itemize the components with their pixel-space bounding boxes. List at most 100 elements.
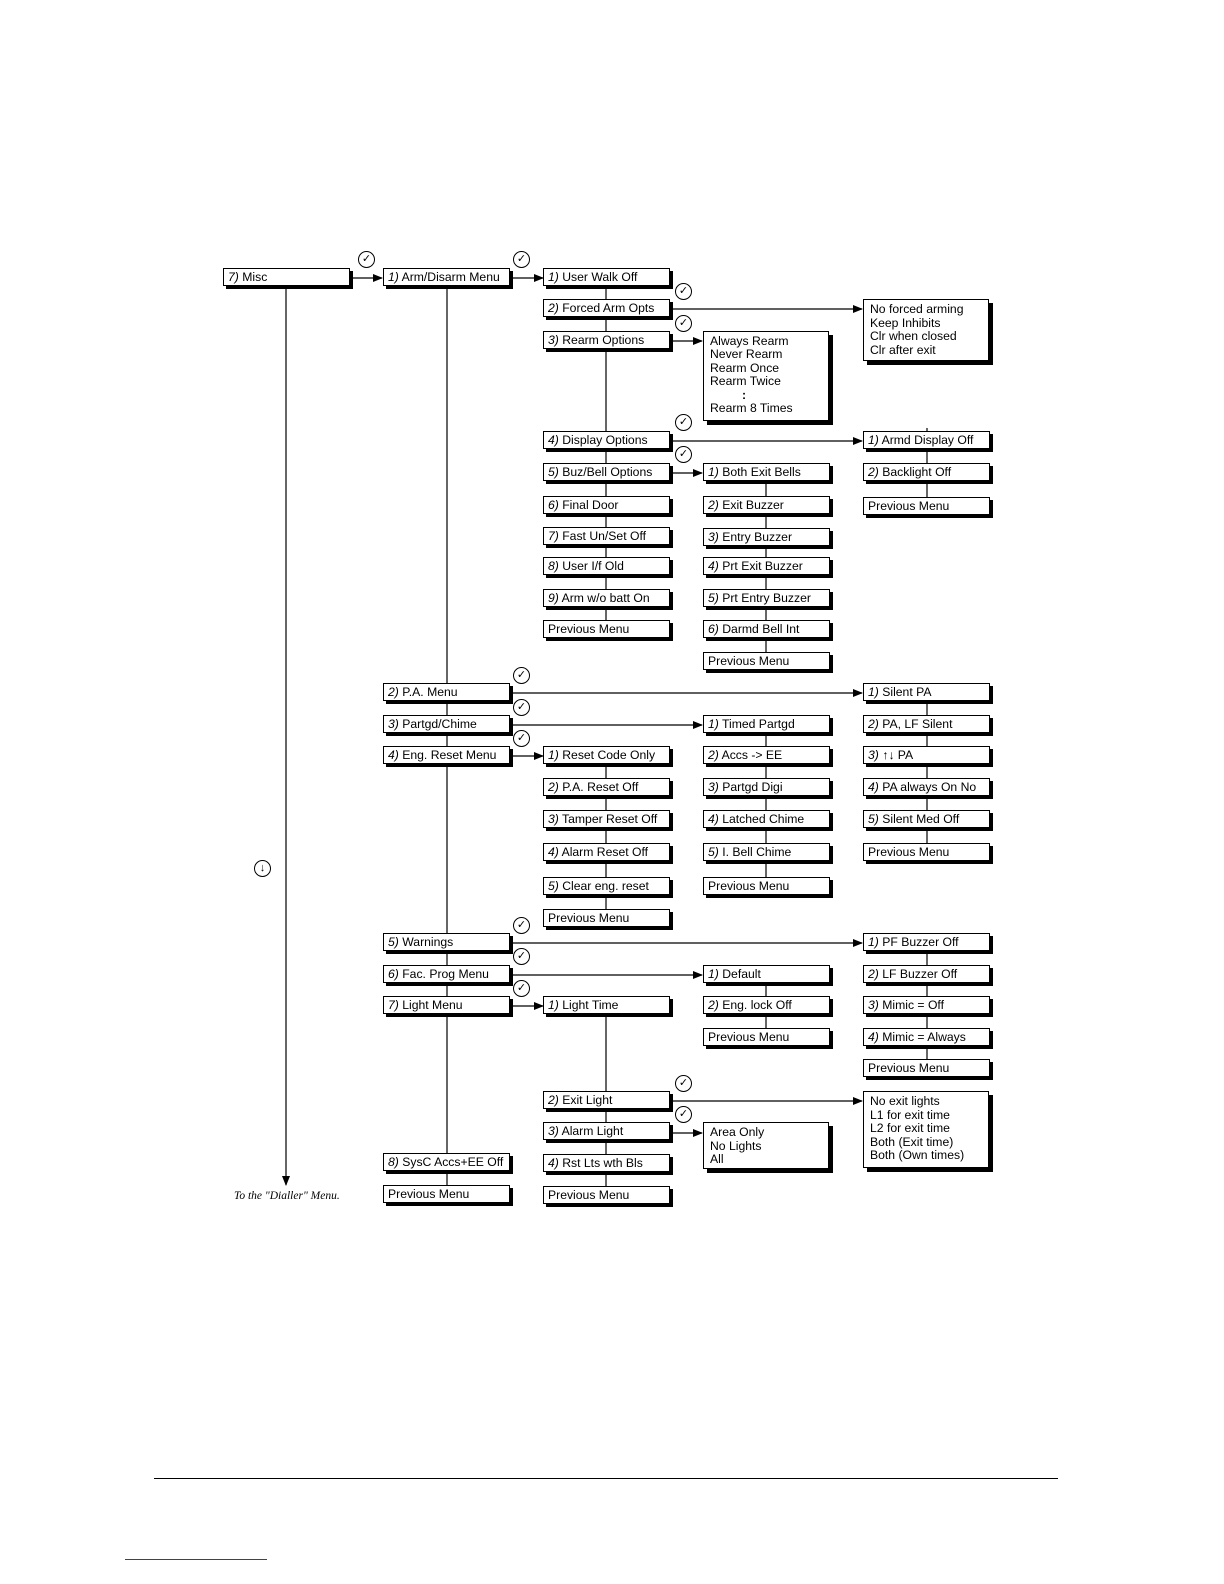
menu-box-previous-disp: Previous Menu xyxy=(863,497,990,515)
menu-box-display-options: 4) Display Options xyxy=(543,431,670,449)
menu-box-label: Display Options xyxy=(562,433,648,447)
menu-box-label: Buz/Bell Options xyxy=(562,465,653,479)
menu-box-number: 2) xyxy=(548,780,559,794)
menu-box-number: 1) xyxy=(708,717,719,731)
menu-box-arm-wo-batt: 9) Arm w/o batt On xyxy=(543,589,670,607)
menu-box-number: 2) xyxy=(708,748,719,762)
menu-box-user-walk: 1) User Walk Off xyxy=(543,268,670,286)
check-icon: ✓ xyxy=(358,251,375,268)
menu-box-both-exit-bells: 1) Both Exit Bells xyxy=(703,463,830,481)
menu-box-label: I. Bell Chime xyxy=(722,845,792,859)
menu-box-label: Timed Partgd xyxy=(722,717,795,731)
menu-box-label: Light Menu xyxy=(402,998,463,1012)
menu-box-light-time: 1) Light Time xyxy=(543,996,670,1014)
menu-box-entry-buzzer: 3) Entry Buzzer xyxy=(703,528,830,546)
menu-box-label: Alarm Reset Off xyxy=(561,845,649,859)
option-list-item: Rearm Twice xyxy=(710,374,781,389)
menu-box-alarm-reset: 4) Alarm Reset Off xyxy=(543,843,670,861)
menu-box-accs-ee: 2) Accs -> EE xyxy=(703,746,830,764)
menu-box-number: 1) xyxy=(868,685,879,699)
menu-box-label: Final Door xyxy=(562,498,619,512)
option-list-item: No exit lights xyxy=(870,1094,940,1108)
menu-box-label: Light Time xyxy=(562,998,619,1012)
menu-box-previous-pa: Previous Menu xyxy=(863,843,990,861)
menu-box-number: 3) xyxy=(548,333,559,347)
option-list-rearm: Always Rearm Never Rearm Rearm Once Rear… xyxy=(703,331,829,421)
menu-box-label: P.A. Reset Off xyxy=(562,780,639,794)
menu-box-label: Warnings xyxy=(402,935,454,949)
menu-box-number: 4) xyxy=(548,845,559,859)
option-list-forced-arm: No forced arming Keep Inhibits Clr when … xyxy=(863,299,989,361)
menu-box-exit-buzzer: 2) Exit Buzzer xyxy=(703,496,830,514)
option-list-item: L2 for exit time xyxy=(870,1121,950,1136)
menu-box-i-bell-chime: 5) I. Bell Chime xyxy=(703,843,830,861)
menu-box-latched-chime: 4) Latched Chime xyxy=(703,810,830,828)
menu-box-warnings: 5) Warnings xyxy=(383,933,510,951)
check-icon: ✓ xyxy=(513,917,530,934)
menu-box-rearm-options: 3) Rearm Options xyxy=(543,331,670,349)
menu-box-misc: 7) Misc xyxy=(223,268,350,286)
option-list-item: No Lights xyxy=(710,1138,762,1153)
menu-box-number: 1) xyxy=(548,998,559,1012)
check-icon: ✓ xyxy=(675,283,692,300)
menu-box-lf-buzzer: 2) LF Buzzer Off xyxy=(863,965,990,983)
menu-box-label: Previous Menu xyxy=(548,1188,630,1202)
menu-box-previous-eng: Previous Menu xyxy=(543,909,670,927)
check-icon: ✓ xyxy=(513,251,530,268)
footer-link-underline xyxy=(125,1559,267,1560)
menu-box-label: Entry Buzzer xyxy=(722,530,792,544)
menu-box-armd-display: 1) Armd Display Off xyxy=(863,431,990,449)
menu-box-sysc-accs: 8) SysC Accs+EE Off xyxy=(383,1153,510,1171)
menu-box-number: 4) xyxy=(868,1030,879,1044)
menu-box-final-door: 6) Final Door xyxy=(543,496,670,514)
menu-box-user-if: 8) User I/f Old xyxy=(543,557,670,575)
menu-box-label: Prt Exit Buzzer xyxy=(722,559,803,573)
menu-box-number: 4) xyxy=(388,748,399,762)
menu-box-label: Previous Menu xyxy=(868,499,950,513)
menu-box-prt-exit-buzzer: 4) Prt Exit Buzzer xyxy=(703,557,830,575)
menu-box-label: Partgd/Chime xyxy=(402,717,477,731)
menu-box-label: Prt Entry Buzzer xyxy=(722,591,811,605)
option-list-item: Rearm Once xyxy=(710,360,780,375)
menu-box-number: 2) xyxy=(708,498,719,512)
menu-box-number: 3) xyxy=(388,717,399,731)
check-icon: ✓ xyxy=(675,1075,692,1092)
menu-box-number: 5) xyxy=(868,812,879,826)
menu-box-label: Fac. Prog Menu xyxy=(402,967,489,981)
menu-box-pa: 2) P.A. Menu xyxy=(383,683,510,701)
menu-box-label: Exit Buzzer xyxy=(722,498,784,512)
menu-box-number: 1) xyxy=(548,270,559,284)
menu-box-label: Eng. lock Off xyxy=(722,998,792,1012)
menu-box-default: 1) Default xyxy=(703,965,830,983)
menu-box-label: Silent PA xyxy=(882,685,932,699)
footer-rule xyxy=(154,1478,1058,1479)
option-list-item: Clr when closed xyxy=(870,329,957,344)
menu-box-label: Previous Menu xyxy=(868,845,950,859)
menu-box-label: Silent Med Off xyxy=(882,812,960,826)
check-icon: ✓ xyxy=(513,948,530,965)
menu-box-label: PA, LF Silent xyxy=(882,717,953,731)
menu-box-label: Arm w/o batt On xyxy=(561,591,650,605)
menu-box-number: 3) xyxy=(548,812,559,826)
down-arrow-icon: ↓ xyxy=(254,860,271,877)
menu-box-label: Partgd Digi xyxy=(722,780,783,794)
menu-box-label: Fast Un/Set Off xyxy=(562,529,646,543)
menu-box-exit-light: 2) Exit Light xyxy=(543,1091,670,1109)
menu-box-number: 2) xyxy=(388,685,399,699)
menu-box-number: 3) xyxy=(548,1124,559,1138)
option-list-ellipsis: : xyxy=(742,387,747,402)
menu-box-label: Previous Menu xyxy=(868,1061,950,1075)
menu-box-number: 5) xyxy=(548,879,559,893)
menu-box-label: Backlight Off xyxy=(882,465,952,479)
menu-box-darmd-bell: 6) Darmd Bell Int xyxy=(703,620,830,638)
check-icon: ✓ xyxy=(675,446,692,463)
menu-box-number: 9) xyxy=(548,591,559,605)
menu-box-pa-reset: 2) P.A. Reset Off xyxy=(543,778,670,796)
menu-box-number: 2) xyxy=(708,998,719,1012)
menu-box-label: Darmd Bell Int xyxy=(722,622,800,636)
menu-box-number: 3) xyxy=(868,748,879,762)
menu-box-number: 6) xyxy=(708,622,719,636)
menu-box-number: 1) xyxy=(868,935,879,949)
menu-box-buz-bell: 5) Buz/Bell Options xyxy=(543,463,670,481)
menu-box-label: Previous Menu xyxy=(708,1030,790,1044)
